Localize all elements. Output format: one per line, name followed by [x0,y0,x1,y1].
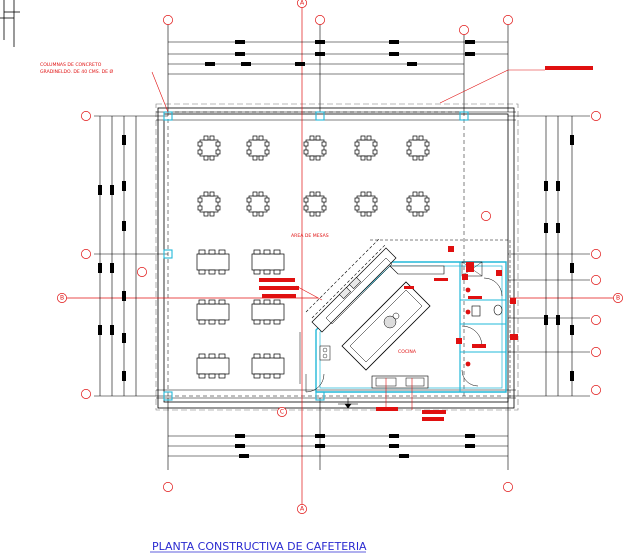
grid-bubble [137,267,147,277]
svg-text:C: C [280,409,284,416]
grid-bubble: A [297,0,307,8]
column-note-line1: COLUMNAS DE CONCRETO [40,62,102,68]
grid-bubble: B [613,293,623,303]
dining-table [406,135,430,161]
kitchen-area [299,237,511,400]
dimension-lines-right [508,115,590,397]
dining-table [251,249,285,275]
wall-bands [156,111,516,399]
svg-text:B: B [616,295,620,302]
grid-bubble [591,275,601,285]
grid-bubble [503,482,513,492]
grid-bubble: B [57,293,67,303]
column [163,391,173,401]
column-note-line2: GRADINELDO. DE 40 CMS. DE Ø [40,68,113,75]
grid-bubble [591,347,601,357]
section-marker [338,398,358,409]
dining-table [196,353,230,379]
kitchen-label: COCINA [398,349,417,355]
dining-table [406,191,430,217]
grid-bubble [591,111,601,121]
dining-table [251,299,285,325]
dining-table [354,191,378,217]
top-counter [389,265,445,275]
dining-table [197,135,221,161]
sheet-corner-mark [0,0,20,47]
grid-bubble [163,15,173,25]
grid-bubble [591,315,601,325]
dining-table [246,135,270,161]
dimension-lines-left [94,115,168,397]
svg-text:B: B [60,295,64,302]
dining-table [196,299,230,325]
dining-table [303,135,327,161]
dining-table [303,191,327,217]
red-annotations [151,66,593,421]
grid-bubbles: A A B B C [57,0,623,514]
grid-bubble [591,249,601,259]
svg-text:A: A [300,506,305,513]
grid-bubble [163,482,173,492]
grid-bubble [591,385,601,395]
grid-bubble [315,15,325,25]
area-label: AREA DE MESAS [291,233,329,239]
grid-bubble: C [277,407,287,417]
grid-bubble: A [297,504,307,514]
axis-lines [66,6,614,506]
dining-table [197,191,221,217]
grid-bubble [503,15,513,25]
grid-bubble [459,25,469,35]
dimension-lines-top [167,20,509,112]
grid-bubble [481,211,491,221]
dining-table [196,249,230,275]
svg-text:A: A [300,0,305,7]
dining-table [354,135,378,161]
grid-bubble [81,111,91,121]
column [315,111,325,121]
dimension-ticks [98,40,574,458]
roof-projection-line [155,103,519,411]
drawing-title: PLANTA CONSTRUCTIVA DE CAFETERIA [152,540,367,553]
dining-tables [196,135,430,379]
dining-table [246,191,270,217]
dining-table [251,353,285,379]
column [163,249,173,259]
dimension-lines-bottom [167,398,509,470]
column [459,111,469,121]
grid-bubble [81,249,91,259]
kitchen-walls [315,261,507,393]
grid-bubble [81,389,91,399]
